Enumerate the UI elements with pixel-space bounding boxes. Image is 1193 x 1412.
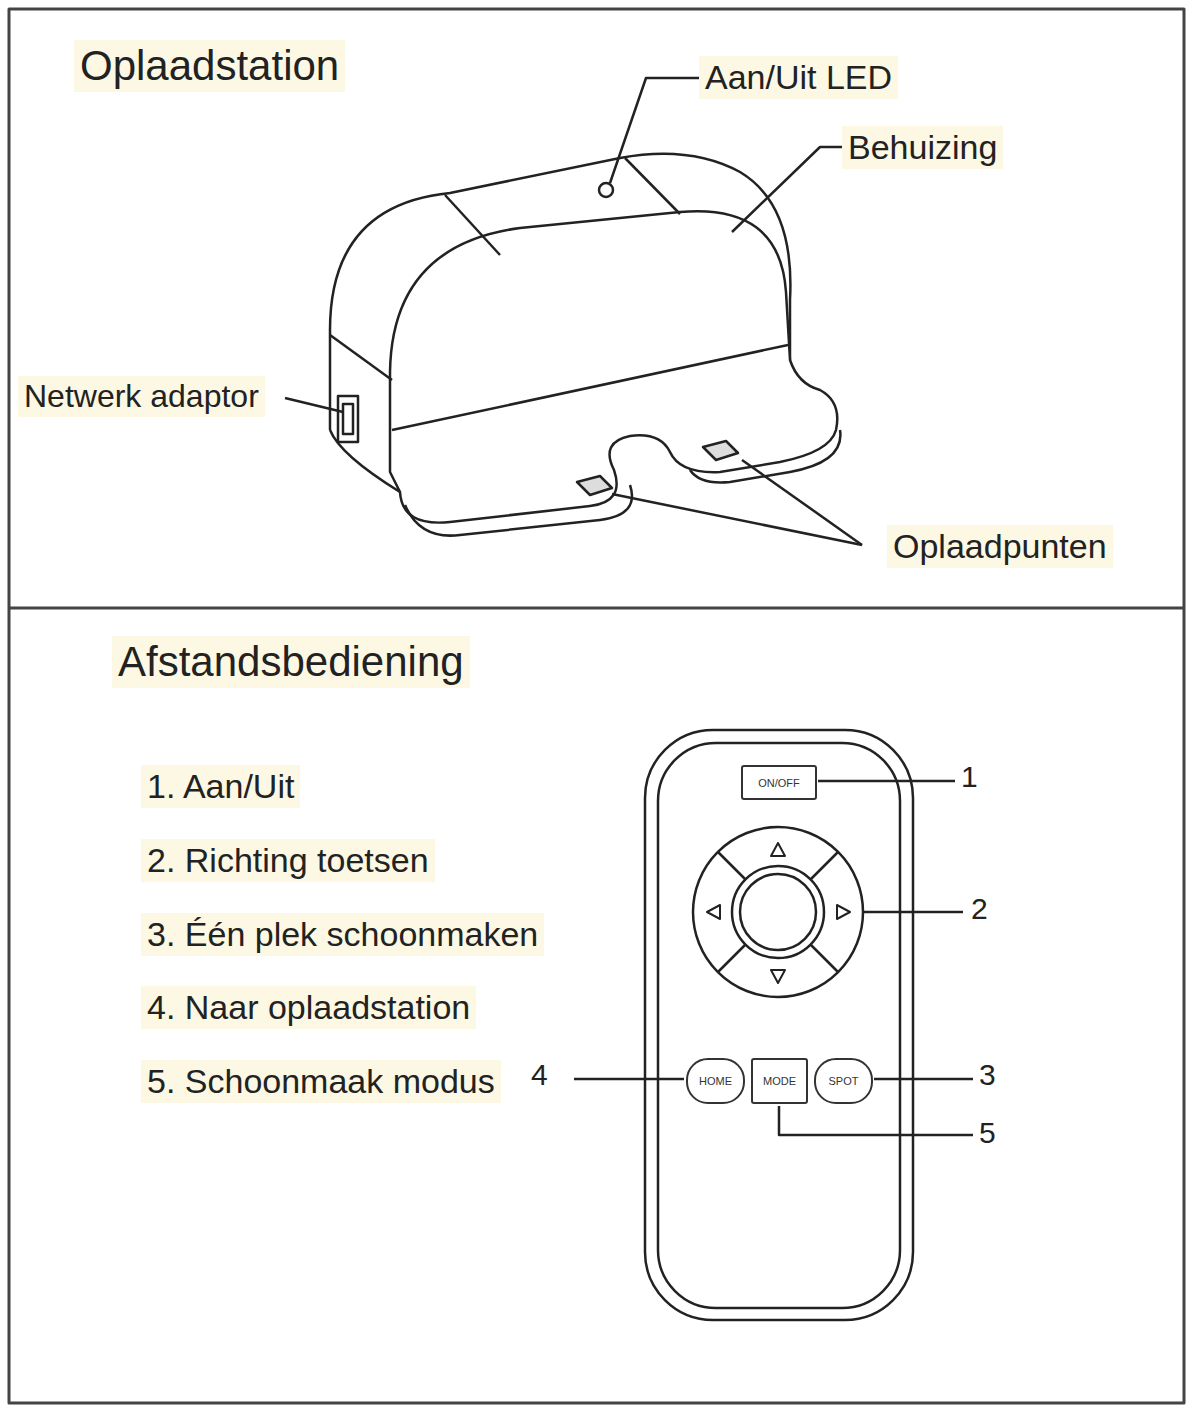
legend-item: 4. Naar oplaadstation xyxy=(141,986,476,1029)
remote-button: MODE xyxy=(751,1058,808,1104)
divider xyxy=(9,607,1184,610)
leader-line xyxy=(874,1078,973,1081)
legend-item: 2. Richting toetsen xyxy=(141,839,435,882)
callout-number: 5 xyxy=(976,1116,999,1151)
part-label: Aan/Uit LED xyxy=(699,56,898,99)
part-label: Netwerk adaptor xyxy=(18,376,265,417)
leader-line xyxy=(864,911,963,914)
button-label: HOME xyxy=(699,1075,732,1087)
remote-button: SPOT xyxy=(814,1058,873,1104)
leader-line xyxy=(818,780,955,783)
remote-control xyxy=(574,730,973,1320)
leader-line xyxy=(574,1078,684,1081)
button-label: ON/OFF xyxy=(758,777,800,789)
leader-line xyxy=(285,398,343,412)
legend-item: 5. Schoonmaak modus xyxy=(141,1060,501,1103)
callout-number: 3 xyxy=(976,1058,999,1093)
frame xyxy=(9,9,1184,1403)
button-label: MODE xyxy=(763,1075,796,1087)
callout-number: 2 xyxy=(968,892,991,927)
callout-number: 4 xyxy=(528,1058,551,1093)
button-label: SPOT xyxy=(829,1075,859,1087)
remote-button: ON/OFF xyxy=(741,765,817,800)
leader-line xyxy=(732,147,842,232)
leader-line xyxy=(779,1106,973,1135)
part-label: Oplaadpunten xyxy=(887,525,1113,568)
panel-title: Oplaadstation xyxy=(74,40,345,92)
legend-item: 3. Één plek schoonmaken xyxy=(141,913,544,956)
remote-button: HOME xyxy=(686,1058,745,1104)
legend-item: 1. Aan/Uit xyxy=(141,765,300,808)
callout-number: 1 xyxy=(958,760,981,795)
panel-title: Afstandsbediening xyxy=(112,636,470,688)
leader-line xyxy=(610,78,700,183)
leader-line xyxy=(612,494,862,545)
charging-station xyxy=(285,78,862,545)
part-label: Behuizing xyxy=(842,126,1003,169)
